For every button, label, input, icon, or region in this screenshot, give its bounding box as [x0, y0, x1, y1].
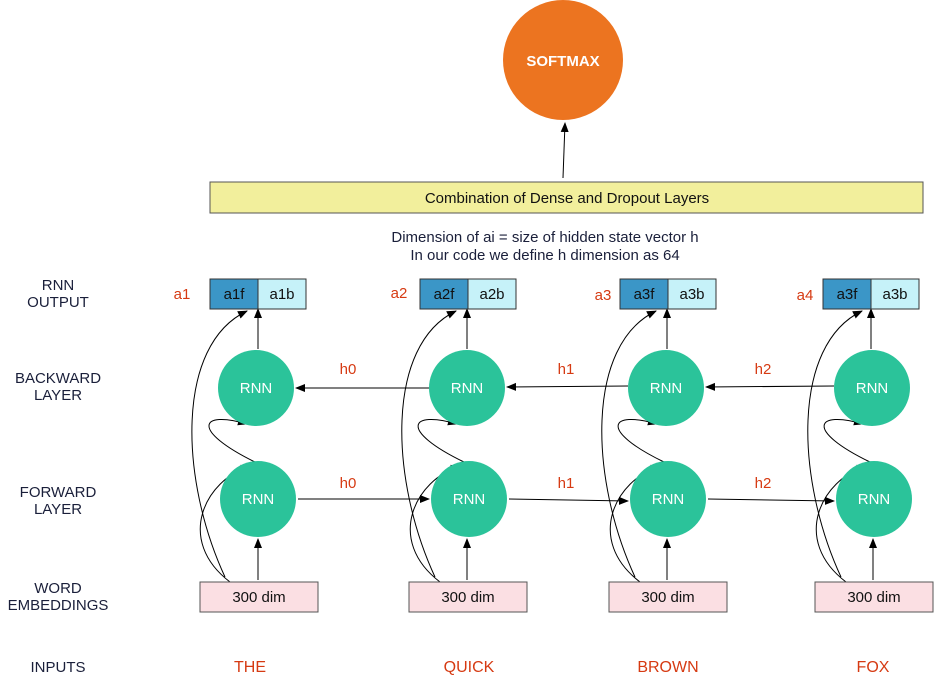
skip-arrow-forward-to-backward: [823, 417, 871, 463]
row-label-backward-1: BACKWARD: [15, 370, 101, 387]
backward-rnn-node: [429, 350, 505, 426]
row-label-forward-1: FORWARD: [20, 484, 97, 501]
forward-hidden-arrow-h1: [508, 496, 629, 505]
embedding-box: [608, 581, 728, 613]
backward-rnn-node: [218, 350, 294, 426]
output-backward-label: a1b: [269, 286, 294, 303]
skip-arrow-backward-to-output: [807, 310, 863, 578]
output-forward-label: a1f: [224, 286, 246, 303]
output-label: a4: [797, 287, 814, 304]
skip-arrow-backward-to-output: [191, 310, 248, 578]
input-word: THE: [234, 659, 266, 676]
embedding-label: 300 dim: [232, 589, 285, 606]
backward-hidden-label-h2: h2: [755, 361, 772, 378]
output-backward-half: [467, 278, 517, 310]
backward-rnn-label: RNN: [240, 380, 273, 397]
column-brown: a3f a3b a3 RNN RNN 300 dim BROWN: [595, 278, 728, 676]
forward-rnn-node: [836, 461, 912, 537]
output-label: a3: [595, 287, 612, 304]
backward-rnn-label: RNN: [856, 380, 889, 397]
dense-dropout-box: [209, 181, 924, 214]
embedding-label: 300 dim: [641, 589, 694, 606]
row-label-embeddings-1: WORD: [34, 580, 82, 597]
forward-rnn-node: [431, 461, 507, 537]
input-word: FOX: [857, 659, 890, 676]
output-backward-half: [870, 278, 920, 310]
embedding-box: [814, 581, 934, 613]
backward-hidden-label-h0: h0: [340, 361, 357, 378]
output-forward-half: [419, 278, 469, 310]
forward-hidden-label-h0: h0: [340, 475, 357, 492]
row-label-forward-2: LAYER: [34, 501, 82, 518]
dense-to-softmax-arrow: [560, 122, 569, 179]
row-label-inputs: INPUTS: [30, 659, 85, 676]
input-word: QUICK: [444, 659, 495, 676]
backward-rnn-node: [628, 350, 704, 426]
embedding-box: [199, 581, 319, 613]
backward-hidden-arrow-h1: [506, 382, 629, 391]
forward-rnn-label: RNN: [453, 491, 486, 508]
output-forward-label: a3f: [634, 286, 656, 303]
output-label: a1: [174, 286, 191, 303]
output-backward-label: a2b: [479, 286, 504, 303]
column-quick: a2f a2b a2 RNN RNN 300 dim QUICK: [391, 278, 528, 676]
input-word: BROWN: [637, 659, 698, 676]
backward-rnn-label: RNN: [451, 380, 484, 397]
row-label-rnn-output-2: OUTPUT: [27, 294, 89, 311]
forward-rnn-label: RNN: [242, 491, 275, 508]
backward-hidden-arrow-h2: [705, 382, 835, 391]
dense-dropout-label: Combination of Dense and Dropout Layers: [425, 190, 709, 207]
row-label-backward-2: LAYER: [34, 387, 82, 404]
output-backward-label: a3b: [679, 286, 704, 303]
skip-arrow-forward-to-backward: [617, 417, 665, 463]
row-label-rnn-output-1: RNN: [42, 277, 75, 294]
output-backward-half: [667, 278, 717, 310]
output-backward-label: a3b: [882, 286, 907, 303]
output-forward-label: a3f: [837, 286, 859, 303]
skip-arrow-forward-to-backward: [208, 417, 256, 463]
column-the: a1f a1b a1 RNN RNN 300 dim THE: [174, 278, 319, 676]
dimension-note-line2: In our code we define h dimension as 64: [410, 247, 679, 264]
output-forward-half: [822, 278, 872, 310]
forward-hidden-label-h1: h1: [558, 475, 575, 492]
forward-hidden-arrow-h2: [707, 496, 835, 505]
backward-hidden-label-h1: h1: [558, 361, 575, 378]
forward-rnn-label: RNN: [858, 491, 891, 508]
output-label: a2: [391, 285, 408, 302]
output-forward-label: a2f: [434, 286, 456, 303]
embedding-label: 300 dim: [441, 589, 494, 606]
forward-rnn-node: [220, 461, 296, 537]
forward-hidden-label-h2: h2: [755, 475, 772, 492]
skip-arrow-forward-to-backward: [417, 417, 465, 463]
output-backward-half: [257, 278, 307, 310]
embedding-box: [408, 581, 528, 613]
column-fox: a3f a3b a4 RNN RNN 300 dim FOX: [797, 278, 934, 676]
skip-arrow-backward-to-output: [401, 310, 457, 578]
dimension-note-line1: Dimension of ai = size of hidden state v…: [391, 229, 698, 246]
row-label-embeddings-2: EMBEDDINGS: [8, 597, 109, 614]
forward-rnn-label: RNN: [652, 491, 685, 508]
backward-rnn-label: RNN: [650, 380, 683, 397]
backward-rnn-node: [834, 350, 910, 426]
output-forward-half: [619, 278, 669, 310]
softmax-node: [503, 0, 623, 120]
softmax-label: SOFTMAX: [526, 53, 599, 70]
skip-arrow-backward-to-output: [601, 310, 657, 578]
forward-rnn-node: [630, 461, 706, 537]
embedding-label: 300 dim: [847, 589, 900, 606]
